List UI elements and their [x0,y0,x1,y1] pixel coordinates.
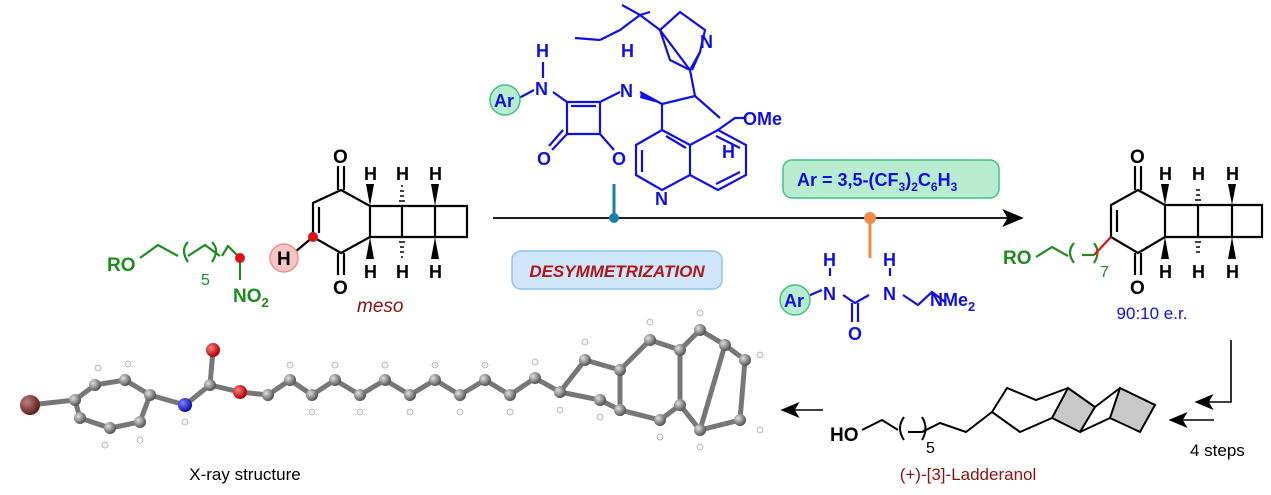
urea-atom-labels: Ar H N H N O NMe2 [784,250,975,344]
product-hashes [1195,189,1201,253]
svg-text:H: H [1226,164,1239,184]
svg-text:H: H [1159,262,1172,282]
enantiomeric-ratio: 90:10 e.r. [1117,304,1188,323]
product-wedges [1161,184,1236,259]
svg-text:H: H [1192,164,1205,184]
svg-text:O: O [537,149,551,169]
product-chain [1035,236,1112,264]
svg-text:H: H [429,262,442,282]
nitroalkane-substrate [139,241,242,280]
svg-text:N: N [883,284,896,304]
svg-text:H: H [396,262,409,282]
ladderanol-name: (+)-[3]-Ladderanol [900,465,1037,484]
svg-text:H: H [364,164,377,184]
svg-text:H: H [823,250,836,270]
svg-text:H: H [429,164,442,184]
aryl-definition: Ar = 3,5-(CF3)2C6H3 [797,170,958,194]
catalyst-wedge [640,92,662,104]
svg-text:N: N [535,79,548,99]
catalyst-pin-dot [609,213,619,223]
svg-text:NMe2: NMe2 [930,290,975,314]
svg-text:N: N [823,284,836,304]
steps-label: 4 steps [1190,441,1245,460]
ho-label: HO [830,425,859,446]
ladderane-ring-2 [1108,386,1157,434]
svg-text:H: H [621,41,634,61]
highlight-circle [269,243,299,273]
stereo-wedges [366,184,439,259]
svg-text:H: H [883,250,896,270]
nitro-label: NO2 [233,286,269,310]
xray-structure [20,309,764,451]
repeat-count: 5 [201,272,210,289]
svg-text:N: N [655,189,668,209]
meso-label: meso [357,296,403,317]
svg-text:H: H [1226,262,1239,282]
svg-text:O: O [848,324,862,344]
aryl-definition-box [782,159,1000,199]
additive-pin-dot [864,212,876,224]
svg-text:H: H [722,142,735,162]
down-arrow [1194,340,1232,410]
product-o-top: O [1130,147,1145,168]
reactive-carbon-dot [235,253,245,263]
aryl-circle [489,84,521,116]
svg-text:N: N [700,32,713,52]
svg-text:H: H [1192,262,1205,282]
svg-text:OMe: OMe [743,109,782,129]
ketone-o-top: O [333,147,348,168]
product-ro-label: RO [1003,248,1032,269]
alkylated-product [1109,166,1264,275]
catalyst-atom-labels: Ar H N H N O O N H N OMe [494,32,782,209]
ladderane-bridge [1079,387,1121,433]
svg-text:H: H [1159,164,1172,184]
xray-label: X-ray structure [189,465,300,484]
ladderane-ring-1 [1050,386,1097,434]
reactive-hydrogen: H [277,249,291,270]
svg-text:Ar: Ar [784,291,804,311]
urea-additive [807,268,946,322]
svg-text:H: H [536,41,549,61]
ladderanol-repeat: 5 [926,440,935,457]
svg-text:Ar: Ar [494,91,514,111]
stereo-hashes [399,185,405,258]
ro-label: RO [107,255,136,276]
desymmetrization-badge [511,250,723,290]
svg-text:H: H [396,164,409,184]
svg-text:N: N [620,81,633,101]
product-o-bottom: O [1130,278,1145,299]
ketone-o-bottom: O [333,278,348,299]
svg-text:O: O [612,149,626,169]
svg-text:H: H [364,262,377,282]
reactive-site-dot [308,232,318,242]
product-repeat-count: 7 [1100,264,1109,281]
desymmetrization-label: DESYMMETRIZATION [529,262,705,281]
ladderanol-structure [861,386,1069,441]
urea-aryl-circle [779,284,811,316]
